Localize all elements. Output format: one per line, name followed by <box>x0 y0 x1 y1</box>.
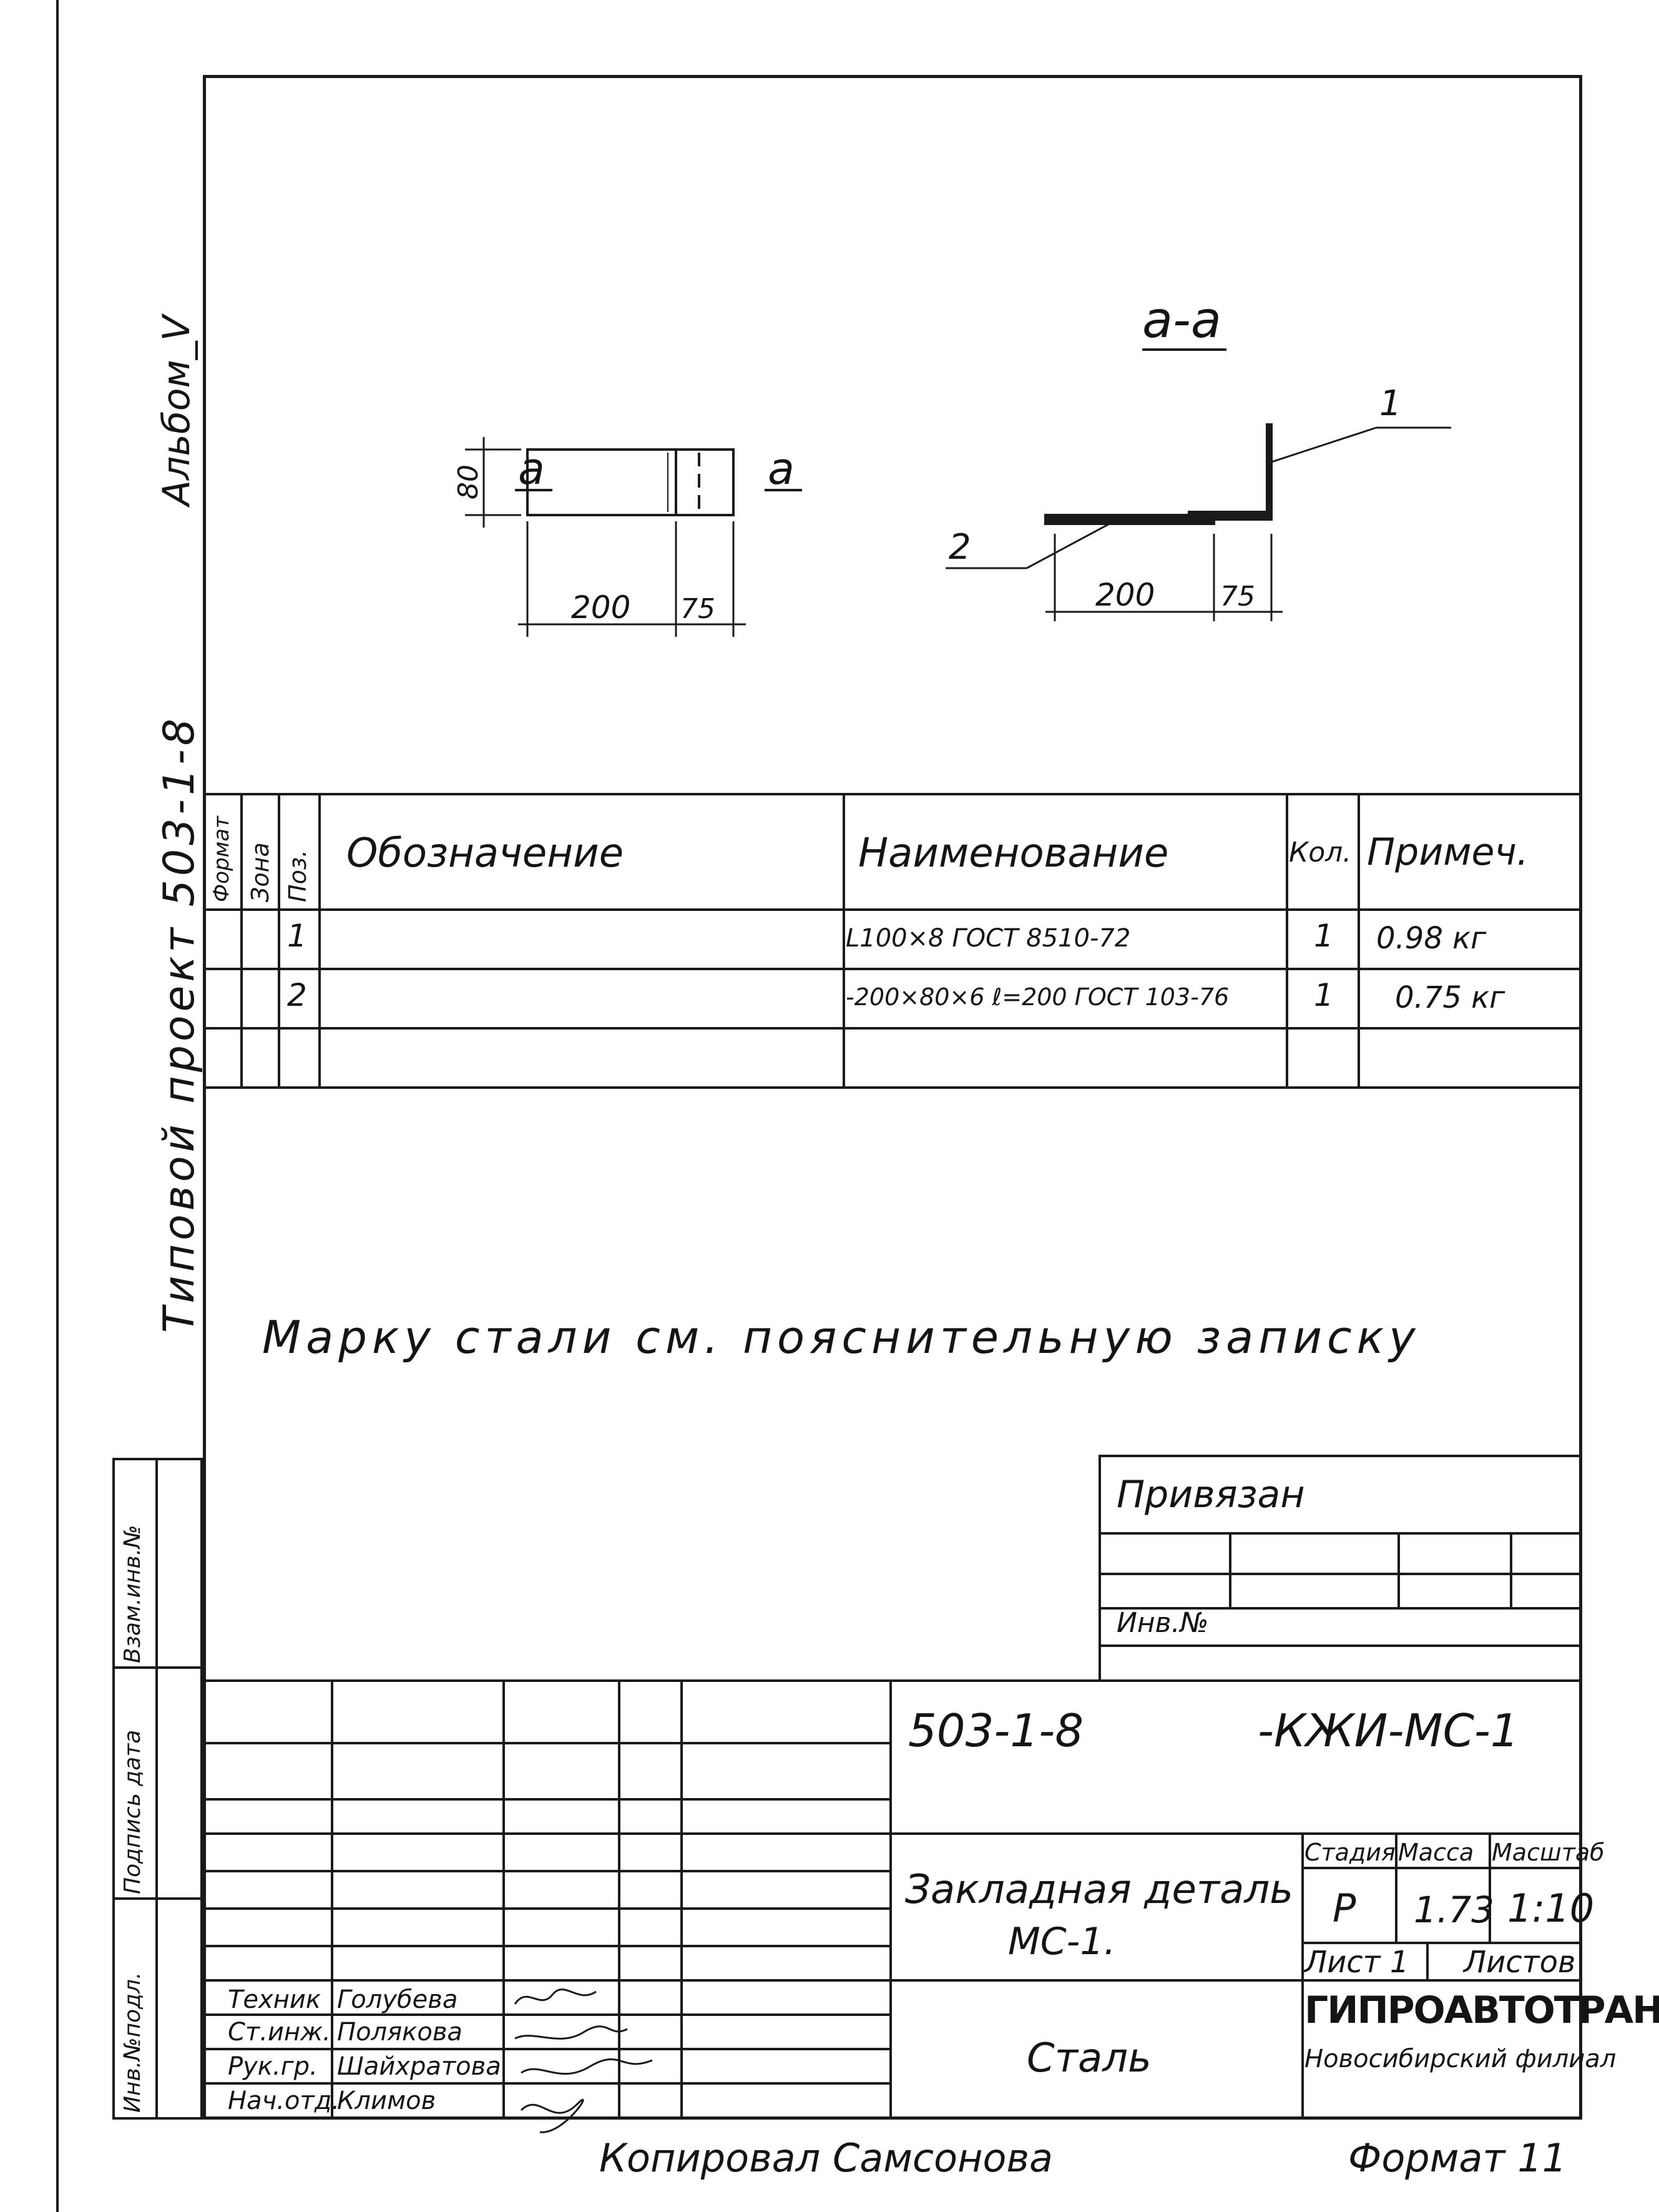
sig-role-4: Нач.отд. <box>228 2087 340 2115</box>
format-label: Формат 11 <box>1348 2135 1567 2181</box>
col-designation: Обозначение <box>346 830 624 877</box>
left-stamp: Инв.№подл. Подпись дата Взам.инв.№ <box>112 1458 203 2120</box>
col-note: Примеч. <box>1367 830 1529 874</box>
row1-qty: 1 <box>1314 918 1334 954</box>
detail-title-1: Закладная деталь <box>905 1867 1293 1913</box>
stamp-sign-label: Подпись дата <box>120 1729 145 1894</box>
row2-pos: 2 <box>287 977 307 1013</box>
binding-inv: Инв.№ <box>1117 1607 1209 1639</box>
margin-line <box>56 0 59 2212</box>
signature-scribbles <box>514 1988 653 2133</box>
stage-label: Стадия <box>1304 1839 1396 1866</box>
stamp-replace-label: Взам.инв.№ <box>120 1525 145 1663</box>
sig-role-1: Техник <box>228 1985 321 2014</box>
sig-role-2: Ст.инж. <box>228 2018 331 2047</box>
cut-label-left: а <box>518 443 545 494</box>
dim-plate-length: 200 <box>571 589 630 626</box>
scale-value: 1:10 <box>1507 1885 1595 1931</box>
col-pos: Поз. <box>284 849 311 902</box>
detail-drawing: а-а а а 80 200 75 200 75 1 2 <box>453 291 1451 637</box>
binding-label: Привязан <box>1117 1473 1305 1516</box>
scale-label: Масштаб <box>1492 1839 1605 1866</box>
title-block: Техник Голубева Ст.инж. Полякова Рук.гр.… <box>203 1679 1659 2133</box>
col-zone: Зона <box>247 842 274 902</box>
stage-value: Р <box>1333 1885 1356 1931</box>
row1-name: L100×8 ГОСТ 8510-72 <box>846 924 1131 953</box>
row2-name: -200×80×6 ℓ=200 ГОСТ 103-76 <box>846 983 1230 1011</box>
album-label: Альбом_V <box>155 315 198 506</box>
col-qty: Кол. <box>1289 837 1352 868</box>
org-branch: Новосибирский филиал <box>1304 2045 1617 2073</box>
material: Сталь <box>1027 2035 1152 2082</box>
row2-note: 0.75 кг <box>1395 980 1505 1015</box>
dim-height: 80 <box>453 465 484 499</box>
sheets-label: Листов <box>1464 1945 1576 1980</box>
row2-qty: 1 <box>1314 977 1334 1013</box>
stamp-inv-label: Инв.№подл. <box>120 1972 145 2113</box>
mass-label: Масса <box>1398 1839 1474 1866</box>
sig-name-2: Полякова <box>337 2018 462 2047</box>
copied-by: Копировал Самсонова <box>599 2135 1054 2181</box>
dim-angle-length: 75 <box>680 593 715 625</box>
dim-plate-length-2: 200 <box>1095 577 1155 613</box>
doc-code: 503-1-8 <box>908 1704 1084 1757</box>
project-label: Типовой проект 503-1-8 <box>155 714 204 1333</box>
callout-2: 2 <box>949 527 971 568</box>
drawing-frame <box>203 75 1582 2120</box>
doc-mark: -КЖИ-МС-1 <box>1258 1704 1519 1757</box>
steel-note: Марку стали см. пояснительную записку <box>262 1311 1421 1364</box>
mass-value: 1.73 <box>1414 1889 1495 1931</box>
binding-block: Привязан Инв.№ <box>1099 1455 1582 1679</box>
row1-pos: 1 <box>287 918 307 954</box>
dim-angle-length-2: 75 <box>1220 581 1255 612</box>
row1-note: 0.98 кг <box>1376 921 1487 956</box>
section-title: а-а <box>1142 291 1221 349</box>
org-name: ГИПРОАВТОТРАНС <box>1304 1988 1659 2032</box>
cut-label-right: а <box>768 443 795 494</box>
sig-name-1: Голубева <box>337 1985 458 2014</box>
sig-role-3: Рук.гр. <box>228 2052 318 2081</box>
sig-name-4: Климов <box>337 2087 436 2115</box>
sheet-label: Лист 1 <box>1304 1945 1409 1980</box>
col-name: Наименование <box>858 830 1169 877</box>
spec-table: Формат Зона Поз. Обозначение Наименовани… <box>203 793 1582 1089</box>
callout-1: 1 <box>1379 383 1402 424</box>
col-format: Формат <box>209 816 234 902</box>
detail-title-2: МС-1. <box>1008 1920 1116 1964</box>
sig-name-3: Шайхратова <box>337 2052 501 2081</box>
